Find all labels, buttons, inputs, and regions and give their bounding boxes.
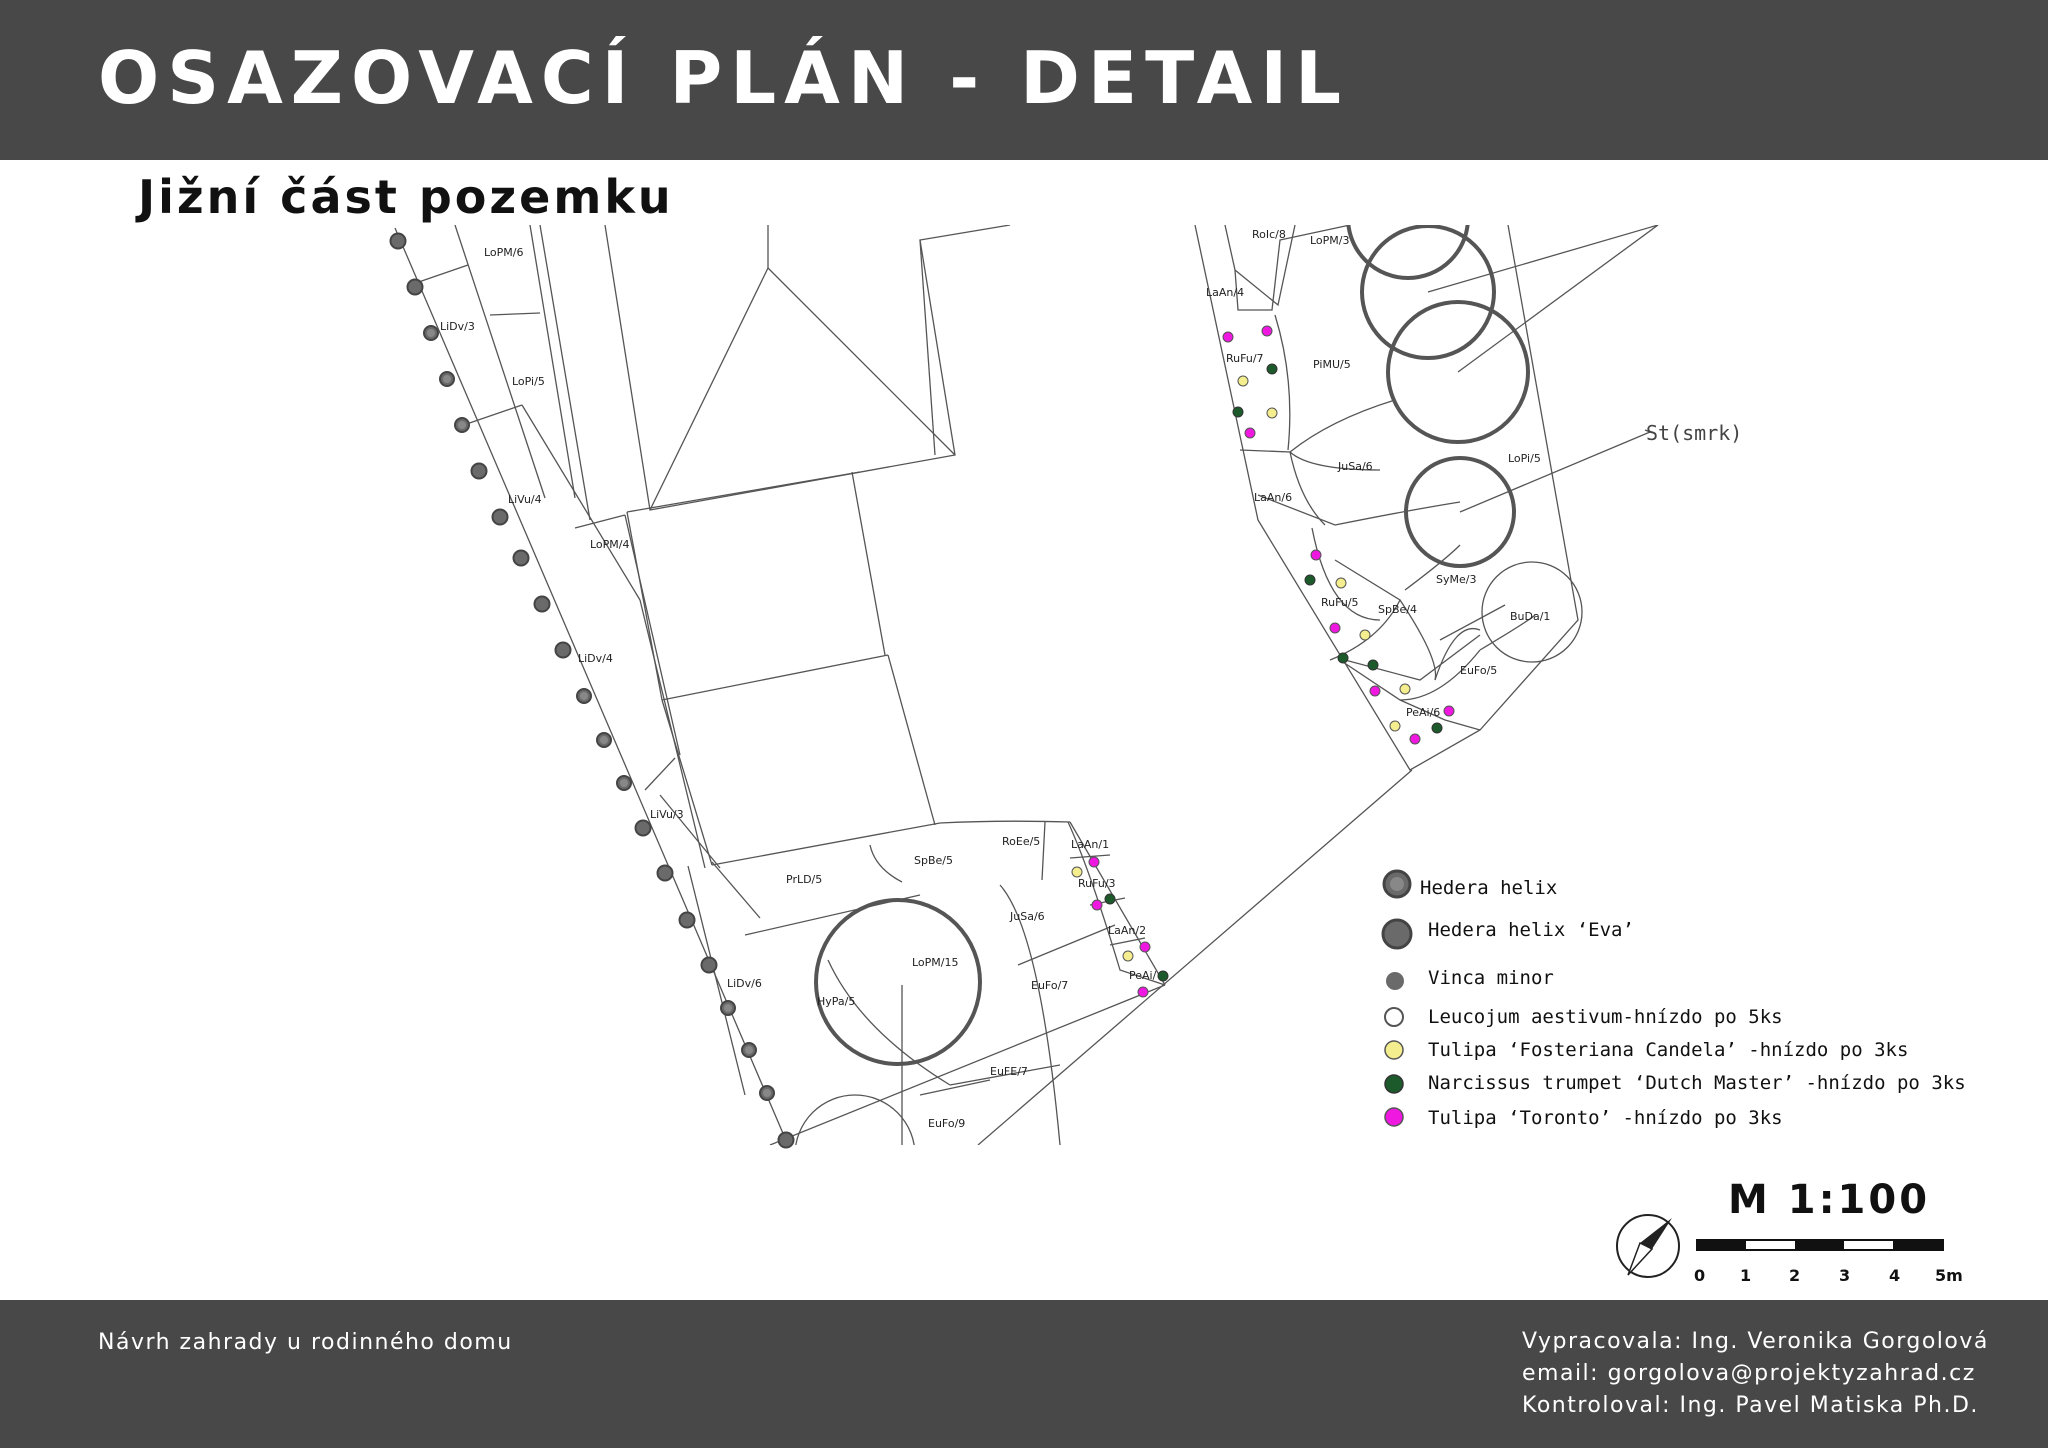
plant-label: SyMe/3 [1436, 573, 1476, 586]
plant-label: EuFo/7 [1031, 979, 1068, 992]
tree-crown-lopm [814, 898, 982, 1066]
plant-label: EuFE/7 [990, 1065, 1028, 1078]
bulb-markers [1071, 325, 1455, 998]
scale-label: M 1:100 [1728, 1177, 1930, 1223]
author-line: Vypracovala: Ing. Veronika Gorgolová [1522, 1329, 1989, 1354]
page-title: OSAZOVACÍ PLÁN - DETAIL [98, 36, 1350, 120]
plant-label: JuSa/6 [1337, 460, 1373, 473]
plant-label: LaAn/4 [1206, 286, 1244, 299]
scale-tick-label: 0 [1694, 1266, 1705, 1285]
scale-tick-label: 2 [1789, 1266, 1800, 1285]
page-subtitle: Jižní část pozemku [138, 170, 674, 224]
legend-item-label: Tulipa ‘Fosteriana Candela’ -hnízdo po 3… [1428, 1039, 1908, 1061]
north-arrow-icon [1616, 1214, 1680, 1278]
hedera-eva-symbol-icon [1381, 918, 1413, 950]
fence-line [394, 227, 789, 1145]
plant-label: HyPa/5 [817, 995, 855, 1008]
plant-label: LiDv/4 [578, 652, 613, 665]
legend-item-label: Vinca minor [1428, 967, 1554, 989]
plant-label: EuFo/9 [928, 1117, 965, 1130]
plant-label: BuDa/1 [1510, 610, 1550, 623]
plant-label: LiVu/3 [650, 808, 684, 821]
plant-label: LaAn/6 [1254, 491, 1292, 504]
author-credits: Vypracovala: Ing. Veronika Gorgolová ema… [1522, 1326, 1989, 1422]
plant-label: LoPM/3 [1310, 234, 1350, 247]
reviewer-line: Kontroloval: Ing. Pavel Matiska Ph.D. [1522, 1393, 1979, 1418]
plant-label: RuFu/5 [1321, 596, 1359, 609]
scale-tick-label: 4 [1889, 1266, 1900, 1285]
leucojum-symbol-icon [1384, 1007, 1404, 1027]
legend-item-label: Hedera helix [1420, 877, 1557, 899]
plant-label: RoEe/5 [1002, 835, 1040, 848]
plant-label: JuSa/6 [1009, 910, 1045, 923]
plant-label: PeAi/ [1129, 969, 1157, 982]
fence-hedera-markers [389, 232, 795, 1149]
footer-bar: Návrh zahrady u rodinného domu Vypracova… [0, 1300, 2048, 1448]
legend: Hedera helix Hedera helix ‘Eva’ Vinca mi… [1381, 869, 1966, 1129]
vinca-symbol-icon [1386, 972, 1404, 990]
plant-labels: LoPM/6 LiDv/3 LoPi/5 LiVu/4 LoPM/4 LiDv/… [440, 228, 1742, 1130]
legend-item-label: Hedera helix ‘Eva’ [1428, 919, 1634, 941]
plant-label: LiDv/3 [440, 320, 475, 333]
scale-tick-label: 5m [1935, 1266, 1963, 1285]
legend-item-label: Narcissus trumpet ‘Dutch Master’ -hnízdo… [1428, 1072, 1966, 1094]
plant-label: RuFu/7 [1226, 352, 1264, 365]
plant-label: LoPi/5 [512, 375, 545, 388]
plant-label: PeAi/6 [1406, 706, 1440, 719]
plan-drawing [394, 225, 1659, 1145]
plant-label: SpBe/4 [1378, 603, 1417, 616]
plant-label: LoPM/15 [912, 956, 959, 969]
scale-tick-label: 1 [1740, 1266, 1751, 1285]
plant-label: EuFo/5 [1460, 664, 1497, 677]
tulipa-toronto-symbol-icon [1384, 1107, 1404, 1127]
plant-label: LaAn/1 [1071, 838, 1109, 851]
plant-label: LaAn/2 [1108, 924, 1146, 937]
plant-label: LiVu/4 [508, 493, 542, 506]
legend-item-label: Tulipa ‘Toronto’ -hnízdo po 3ks [1428, 1107, 1783, 1129]
plant-label: PiMU/5 [1313, 358, 1351, 371]
narcissus-symbol-icon [1384, 1074, 1404, 1094]
tree-label-spruce: St(smrk) [1646, 421, 1742, 445]
legend-item-label: Leucojum aestivum-hnízdo po 5ks [1428, 1006, 1783, 1028]
plant-label: RoIc/8 [1252, 228, 1286, 241]
plant-label: LoPM/6 [484, 246, 524, 259]
header-bar: OSAZOVACÍ PLÁN - DETAIL [0, 0, 2048, 160]
plant-label: LoPM/4 [590, 538, 630, 551]
scale-block: M 1:100 0 1 2 3 4 5m [1616, 1177, 1963, 1285]
plant-label: PrLD/5 [786, 873, 822, 886]
tulipa-fosteriana-symbol-icon [1384, 1040, 1404, 1060]
project-name: Návrh zahrady u rodinného domu [98, 1330, 513, 1355]
email-line: email: gorgolova@projektyzahrad.cz [1522, 1361, 1976, 1386]
plant-label: LiDv/6 [727, 977, 762, 990]
plant-label: RuFu/3 [1078, 877, 1116, 890]
shrub-circle [1481, 561, 1583, 663]
plant-label: LoPi/5 [1508, 452, 1541, 465]
scale-bar [1696, 1239, 1944, 1251]
scale-tick-label: 3 [1839, 1266, 1850, 1285]
plant-label: SpBe/5 [914, 854, 953, 867]
